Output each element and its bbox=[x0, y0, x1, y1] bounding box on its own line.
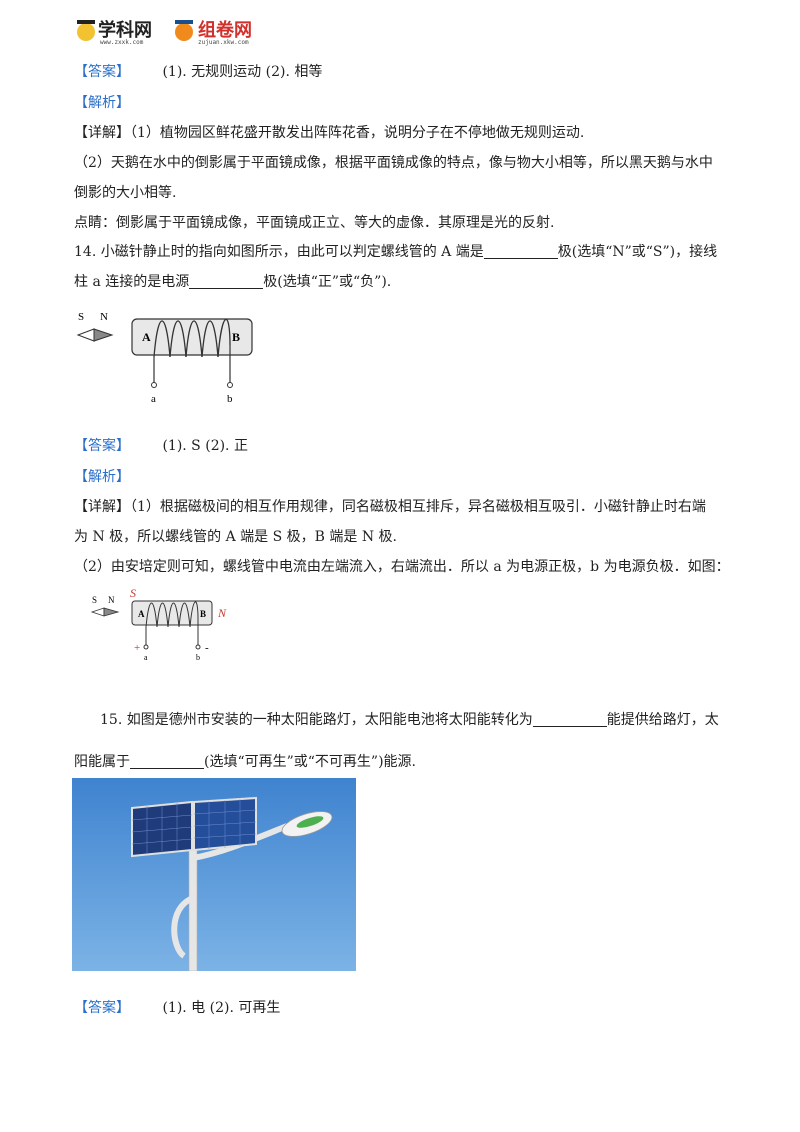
q14-analysis-tag: 【解析】 bbox=[74, 469, 130, 485]
logo1-text: 学科网 bbox=[98, 20, 152, 41]
logo2-text: 组卷网 bbox=[198, 20, 252, 41]
q15-stem-line1: 15. 如图是德州市安装的一种太阳能路灯，太阳能电池将太阳能转化为能提供给路灯，… bbox=[100, 712, 719, 728]
answer-tag: 【答案】 bbox=[74, 64, 130, 80]
terminal-b-label: b bbox=[227, 393, 233, 405]
solar-streetlight-photo bbox=[72, 778, 356, 971]
answer-text: (1). 无规则运动 (2). 相等 bbox=[162, 64, 323, 80]
q13-detail-1: 【详解】（1）植物园区鲜花盛开散发出阵阵花香，说明分子在不停地做无规则运动. bbox=[74, 125, 585, 141]
header-logos: 学科网 www.zxxk.com 组卷网 zujuan.xkw.com bbox=[74, 12, 274, 48]
q13-answer: 【答案】 (1). 无规则运动 (2). 相等 bbox=[74, 62, 322, 82]
q14-detail-2: （2）由安培定则可知，螺线管中电流由左端流入，右端流出．所以 a 为电源正极，b… bbox=[74, 559, 730, 575]
pole-s-label: S bbox=[130, 586, 136, 600]
svg-text:b: b bbox=[196, 653, 200, 662]
q14-stem-line2: 柱 a 连接的是电源极(选填“正”或“负”). bbox=[74, 274, 392, 290]
end-b-label: B bbox=[232, 330, 240, 344]
q14-solenoid-figure: S N A B a b bbox=[76, 311, 253, 405]
minus-sign: - bbox=[205, 642, 209, 654]
terminal-a-label: a bbox=[151, 393, 156, 405]
q14-detail-1b: 为 N 极，所以螺线管的 A 端是 S 极，B 端是 N 极. bbox=[74, 529, 397, 545]
q15-stem-line2: 阳能属于(选填“可再生”或“不可再生”)能源. bbox=[74, 754, 417, 770]
coil-windings bbox=[145, 601, 199, 628]
q14-detail-1a: 【详解】（1）根据磁极间的相互作用规律，同名磁极相互排斥，异名磁极相互吸引．小磁… bbox=[74, 499, 706, 515]
q13-detail-2b: 倒影的大小相等. bbox=[74, 185, 177, 201]
needle-s-label: S bbox=[78, 311, 84, 323]
logo-graphic bbox=[77, 20, 193, 41]
blank-3 bbox=[532, 712, 607, 727]
svg-text:B: B bbox=[200, 609, 206, 619]
svg-text:A: A bbox=[138, 609, 145, 619]
svg-text:a: a bbox=[144, 653, 148, 662]
logo1-url: www.zxxk.com bbox=[100, 39, 144, 46]
compass-needle-icon bbox=[76, 328, 114, 342]
svg-text:N: N bbox=[108, 595, 115, 605]
blank-4 bbox=[130, 754, 204, 769]
q14-stem-line1: 14. 小磁针静止时的指向如图所示，由此可以判定螺线管的 A 端是极(选填“N”… bbox=[74, 244, 718, 260]
q14-answer: 【答案】 (1). S (2). 正 bbox=[74, 438, 248, 454]
compass-needle-icon bbox=[90, 607, 120, 617]
q13-tip: 点睛：倒影属于平面镜成像，平面镜成正立、等大的虚像．其原理是光的反射. bbox=[74, 215, 555, 231]
blank-1 bbox=[483, 244, 558, 259]
plus-sign: + bbox=[134, 642, 140, 654]
q14-solution-figure: S N S A B N + - a b bbox=[90, 586, 227, 662]
solenoid-core bbox=[131, 600, 213, 626]
q15-answer: 【答案】 (1). 电 (2). 可再生 bbox=[74, 1000, 281, 1016]
end-a-label: A bbox=[142, 330, 151, 344]
mascot2-icon bbox=[175, 23, 193, 41]
coil-windings bbox=[153, 318, 231, 358]
solar-panels bbox=[131, 796, 257, 858]
svg-text:S: S bbox=[92, 595, 97, 605]
logo2-url: zujuan.xkw.com bbox=[198, 39, 249, 46]
needle-n-label: N bbox=[100, 311, 108, 323]
q13-analysis-tag: 【解析】 bbox=[74, 95, 130, 111]
mascot-icon bbox=[77, 23, 95, 41]
blank-2 bbox=[189, 274, 264, 289]
q13-detail-2a: （2）天鹅在水中的倒影属于平面镜成像，根据平面镜成像的特点，像与物大小相等，所以… bbox=[74, 155, 713, 171]
pole-n-label: N bbox=[217, 606, 227, 620]
